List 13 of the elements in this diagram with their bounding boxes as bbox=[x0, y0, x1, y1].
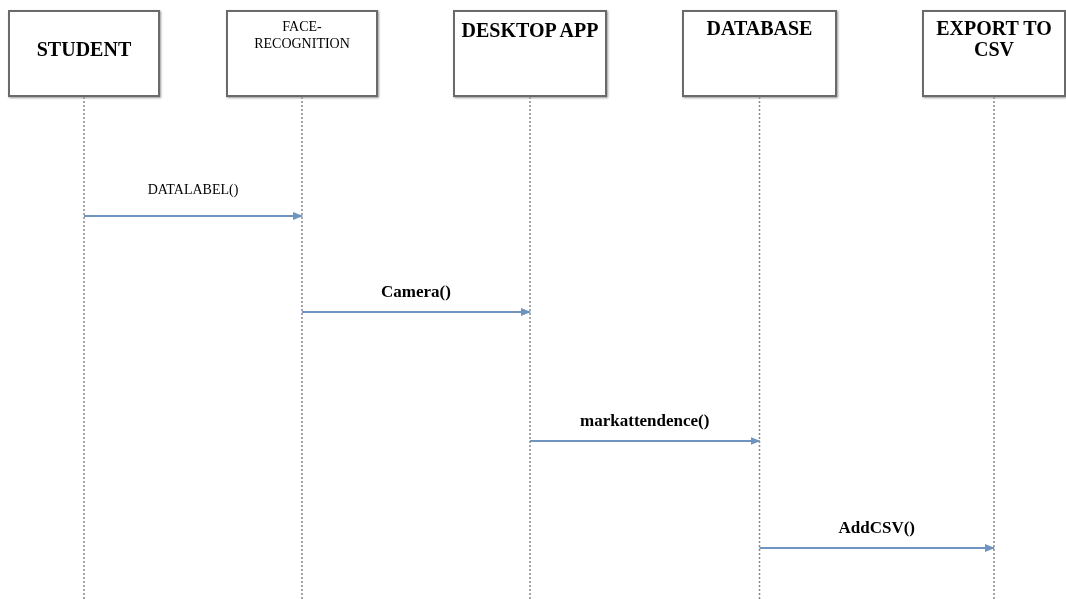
actor-name: FACE-RECOGNITION bbox=[253, 18, 351, 52]
message-label: markattendence() bbox=[578, 411, 712, 431]
message-arrow bbox=[529, 437, 761, 445]
message-label: Camera() bbox=[379, 282, 453, 302]
actor-name: DESKTOP APP bbox=[461, 20, 599, 41]
actor-name: STUDENT bbox=[36, 39, 132, 60]
actor-name: EXPORT TO CSV bbox=[935, 18, 1053, 60]
message-arrow bbox=[301, 308, 531, 316]
message-label: DATALABEL() bbox=[145, 182, 241, 198]
actor-name: DATABASE bbox=[706, 18, 813, 39]
message-label: AddCSV() bbox=[836, 518, 917, 538]
message-arrow bbox=[758, 544, 995, 552]
message-arrow bbox=[83, 212, 303, 220]
